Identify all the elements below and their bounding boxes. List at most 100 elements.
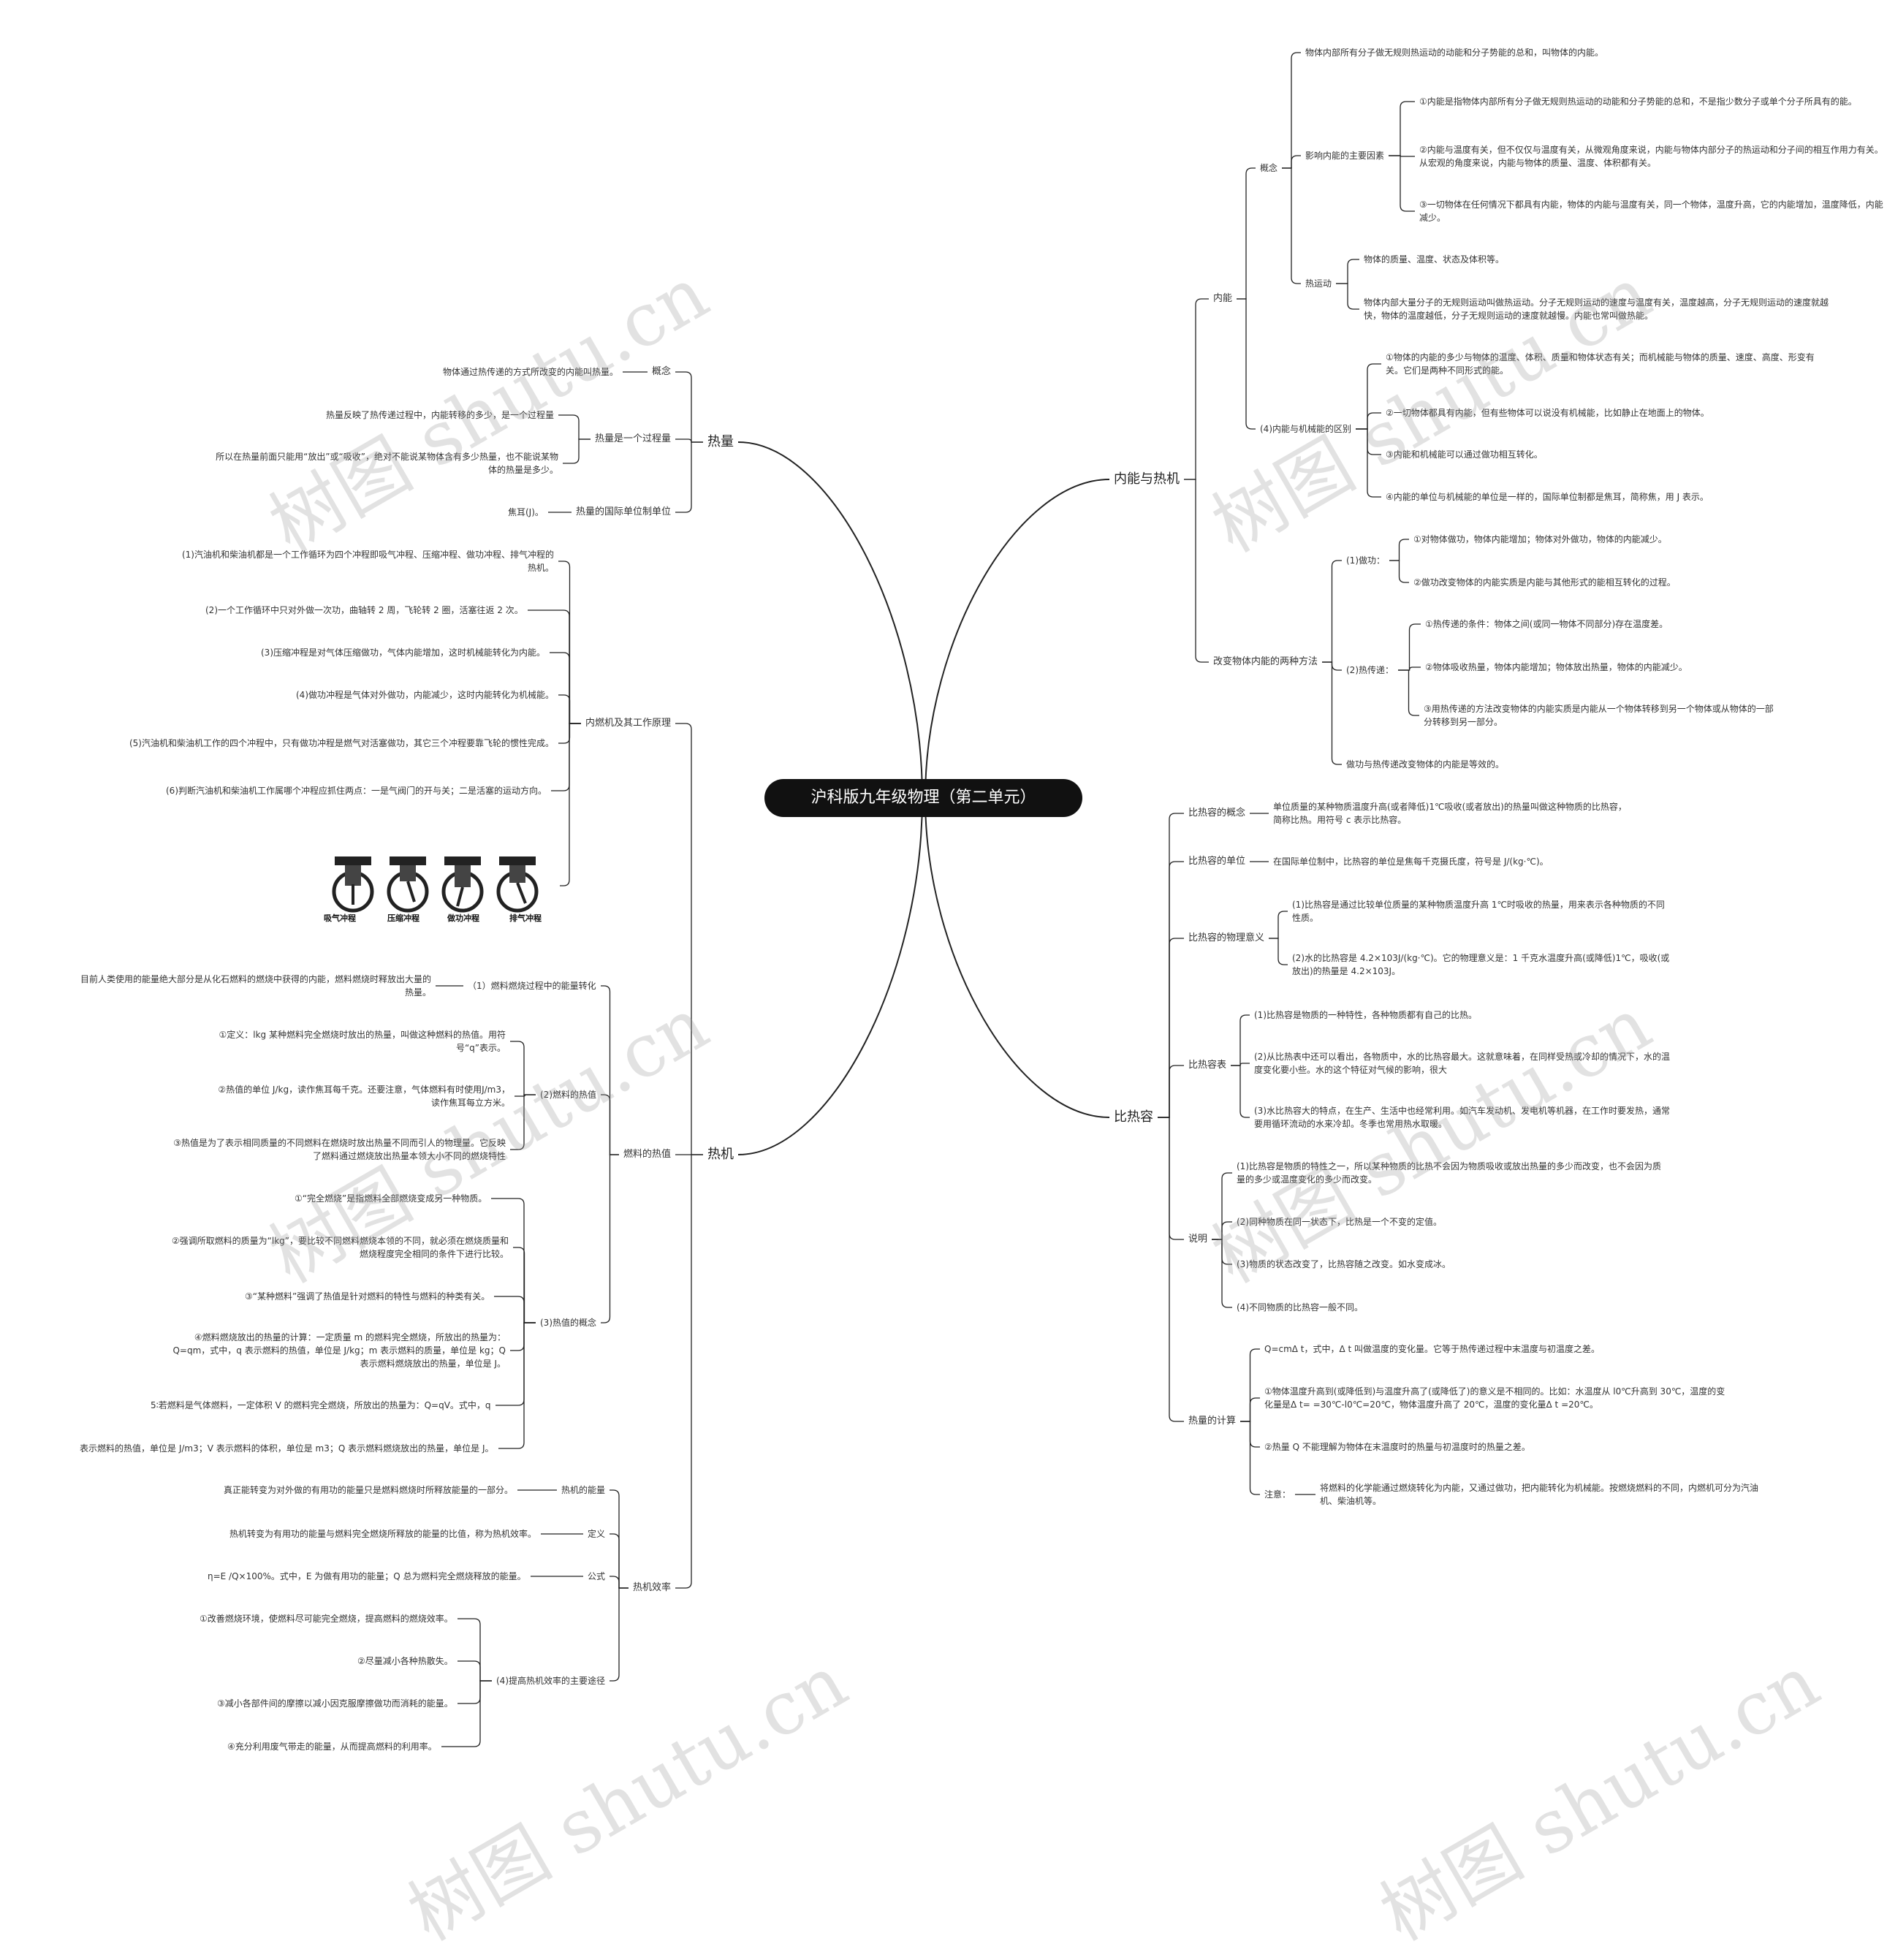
node-r-b4a[interactable]: (1)比热容是物质的一种特性，各种物质都有自己的比热。: [1254, 1010, 1478, 1020]
node-r-a2[interactable]: 改变物体内能的两种方法: [1213, 656, 1318, 667]
connector-r-b6d: [1240, 1421, 1260, 1495]
node-r-b6d[interactable]: 注意：: [1264, 1489, 1291, 1500]
connector-l-b3: [675, 1154, 703, 1589]
node-r-b4b[interactable]: (2)从比热表中还可以看出，各物质中，水的比热容最大。这就意味着，在同样受热或冷…: [1254, 1052, 1671, 1075]
node-r-a1c1[interactable]: 物体的质量、温度、状态及体积等。: [1364, 254, 1505, 265]
node-l-b1c[interactable]: (3)压缩冲程是对气体压缩做功，气体内能增加，这时机械能转化为内能。: [261, 647, 546, 658]
node-l-b3d1[interactable]: ①改善燃烧环境，使燃料尽可能完全燃烧，提高燃料的燃烧效率。: [200, 1614, 453, 1624]
node-l-a1[interactable]: 概念: [652, 366, 672, 377]
node-r-b6b[interactable]: ①物体温度升高到(或降低到)与温度升高了(或降低了)的意义是不相同的。比如：水温…: [1264, 1386, 1725, 1410]
node-l-b2a1[interactable]: 目前人类使用的能量绝大部分是从化石燃料的燃烧中获得的内能，燃料燃烧时释放出大量的…: [80, 974, 432, 998]
node-r-a1c2[interactable]: 物体内部大量分子的无规则运动叫做热运动。分子无规则运动的速度与温度有关，温度越高…: [1364, 297, 1829, 321]
node-r-b5b[interactable]: (2)同种物质在同一状态下，比热是一个不变的定值。: [1237, 1217, 1443, 1227]
node-l-a2a[interactable]: 热量反映了热传递过程中，内能转移的多少，是一个过程量: [326, 410, 555, 420]
node-r-a[interactable]: 内能与热机: [1114, 471, 1180, 487]
node-r-b1[interactable]: 比热容的概念: [1188, 808, 1246, 818]
stroke-label-compression: 压缩冲程: [387, 913, 419, 923]
node-r-a2a[interactable]: (1)做功：: [1346, 555, 1385, 566]
node-r-a1c[interactable]: 热运动: [1305, 278, 1332, 289]
node-l-a2[interactable]: 热量是一个过程量: [595, 433, 672, 444]
node-l-b2c3[interactable]: ③“某种燃料”强调了热值是针对燃料的特性与燃料的种类有关。: [245, 1291, 490, 1302]
node-r-b6a[interactable]: Q=cmΔ t，式中，Δ t 叫做温度的变化量。它等于热传递过程中末温度与初温度…: [1264, 1344, 1601, 1354]
node-l-b2c2[interactable]: ②强调所取燃料的质量为“lkg”，要比较不同燃料燃烧本领的不同，就必须在燃烧质量…: [171, 1236, 509, 1259]
node-l-b3[interactable]: 热机效率: [633, 1582, 672, 1593]
node-r-b3[interactable]: 比热容的物理意义: [1188, 932, 1265, 943]
node-r-b2[interactable]: 比热容的单位: [1188, 856, 1246, 867]
node-r-a2b2[interactable]: ②物体吸收热量，物体内能增加；物体放出热量，物体的内能减少。: [1425, 662, 1687, 672]
node-l-b3c1[interactable]: η=E /Q×100%。式中，E 为做有用功的能量；Q 总为燃料完全燃烧释放的能…: [208, 1571, 526, 1581]
node-l-b3d4[interactable]: ④充分利用废气带走的能量，从而提高燃料的利用率。: [227, 1741, 437, 1752]
node-l-b1d[interactable]: (4)做功冲程是气体对外做功，内能减少，这时内能转化为机械能。: [296, 690, 555, 700]
node-r-b6[interactable]: 热量的计算: [1188, 1416, 1237, 1427]
node-r-a1d2[interactable]: ②一切物体都具有内能，但有些物体可以说没有机械能，比如静止在地面上的物体。: [1386, 408, 1709, 418]
node-l-a[interactable]: 热量: [707, 434, 734, 449]
node-l-a3[interactable]: 热量的国际单位制单位: [576, 506, 672, 517]
node-r-a2a1[interactable]: ①对物体做功，物体内能增加；物体对外做功，物体的内能减少。: [1413, 534, 1667, 544]
node-r-a2b3[interactable]: ③用热传递的方法改变物体的内能实质是内能从一个物体转移到另一个物体或从物体的一部…: [1424, 704, 1774, 727]
node-l-b2a[interactable]: （1）燃料燃烧过程中的能量转化: [468, 981, 596, 991]
power-stroke-engine-icon: [441, 856, 484, 913]
node-l-b3c[interactable]: 公式: [588, 1571, 606, 1581]
node-r-b5d[interactable]: (4)不同物质的比热容一般不同。: [1237, 1302, 1363, 1313]
node-l-b2c6[interactable]: 表示燃料的热值，单位是 J/m3；V 表示燃料的体积，单位是 m3；Q 表示燃料…: [80, 1443, 494, 1454]
node-l-b1e[interactable]: (5)汽油机和柴油机工作的四个冲程中，只有做功冲程是燃气对活塞做功，其它三个冲程…: [129, 738, 554, 748]
node-l-b2b2[interactable]: ②热值的单位 J/kg，读作焦耳每千克。还要注意，气体燃料有时使用J/m3，读作…: [218, 1085, 510, 1108]
node-r-a1b[interactable]: 影响内能的主要因素: [1305, 151, 1385, 161]
node-l-b1[interactable]: 内燃机及其工作原理: [585, 718, 672, 729]
node-r-b4[interactable]: 比热容表: [1188, 1060, 1227, 1071]
node-l-b2c5[interactable]: 5∶若燃料是气体燃料，一定体积 V 的燃料完全燃烧，所放出的热量为：Q=qV。式…: [151, 1400, 491, 1410]
node-r-b3a[interactable]: (1)比热容是通过比较单位质量的某种物质温度升高 1℃时吸收的热量，用来表示各种…: [1292, 900, 1665, 923]
node-l-a3a[interactable]: 焦耳(J)。: [508, 507, 544, 517]
node-r-b3b[interactable]: (2)水的比热容是 4.2×103J/(kg·℃)。它的物理意义是：1 千克水温…: [1292, 953, 1670, 976]
node-r-a1d3[interactable]: ③内能和机械能可以通过做功相互转化。: [1386, 449, 1543, 460]
node-r-a1d4[interactable]: ④内能的单位与机械能的单位是一样的，国际单位制都是焦耳，简称焦，用 J 表示。: [1386, 492, 1709, 502]
node-r-b5[interactable]: 说明: [1188, 1234, 1208, 1245]
node-r-b6c[interactable]: ②热量 Q 不能理解为物体在末温度时的热量与初温度时的热量之差。: [1264, 1442, 1530, 1452]
connector-l-a2a: [558, 414, 591, 440]
node-l-b[interactable]: 热机: [707, 1147, 734, 1162]
node-r-b4c[interactable]: (3)水比热容大的特点，在生产、生活中也经常利用。如汽车发动机、发电机等机器，在…: [1254, 1106, 1671, 1129]
node-r-a1b1[interactable]: ①内能是指物体内部所有分子做无规则热运动的动能和分子势能的总和，不是指少数分子或…: [1419, 96, 1857, 107]
node-l-a1a[interactable]: 物体通过热传递的方式所改变的内能叫热量。: [443, 367, 619, 377]
node-l-b1a[interactable]: (1)汽油机和柴油机都是一个工作循环为四个冲程即吸气冲程、压缩冲程、做功冲程、排…: [181, 550, 554, 573]
node-l-b2c4[interactable]: ④燃料燃烧放出的热量的计算：一定质量 m 的燃料完全燃烧，所放出的热量为：Q=q…: [172, 1332, 506, 1369]
node-r-b[interactable]: 比热容: [1114, 1109, 1153, 1125]
node-l-b2c1[interactable]: ①“完全燃烧”是指燃料全部燃烧变成另一种物质。: [295, 1193, 487, 1204]
node-l-b3d2[interactable]: ②尽量减小各种热散失。: [357, 1656, 453, 1666]
node-l-b3d[interactable]: (4)提高热机效率的主要途径: [496, 1676, 605, 1686]
node-r-a1d[interactable]: (4)内能与机械能的区别: [1260, 424, 1351, 434]
node-l-b2[interactable]: 燃料的热值: [623, 1149, 672, 1160]
node-r-b2a[interactable]: 在国际单位制中，比热容的单位是焦每千克摄氏度，符号是 J/(kg·℃)。: [1273, 856, 1549, 867]
node-l-b3a[interactable]: 热机的能量: [561, 1485, 606, 1495]
node-r-a1b3[interactable]: ③一切物体在任何情况下都具有内能，物体的内能与温度有关，同一个物体，温度升高，它…: [1419, 200, 1883, 223]
node-r-a1a0[interactable]: 物体内部所有分子做无规则热运动的动能和分子势能的总和，叫物体的内能。: [1305, 48, 1604, 58]
connector-r-b3a: [1269, 911, 1288, 939]
node-r-a2b1[interactable]: ①热传递的条件：物体之间(或同一物体不同部分)存在温度差。: [1425, 619, 1668, 629]
node-r-a1[interactable]: 内能: [1213, 293, 1233, 304]
node-l-b1b[interactable]: (2)一个工作循环中只对外做一次功，曲轴转 2 周，飞轮转 2 圈，活塞往返 2…: [205, 605, 523, 615]
node-r-b5c[interactable]: (3)物质的状态改变了，比热容随之改变。如水变成冰。: [1237, 1259, 1451, 1269]
node-r-a2c[interactable]: 做功与热传递改变物体的内能是等效的。: [1346, 759, 1505, 770]
node-r-b5a[interactable]: (1)比热容是物质的特性之一，所以某种物质的比热不会因为物质吸收或放出热量的多少…: [1237, 1161, 1662, 1185]
node-l-b3d3[interactable]: ③减小各部件间的摩擦以减小因克服摩擦做功而消耗的能量。: [217, 1698, 453, 1709]
node-r-a1b2[interactable]: ②内能与温度有关，但不仅仅与温度有关，从微观角度来说，内能与物体内部分子的热运动…: [1419, 145, 1883, 168]
root-node[interactable]: 沪科版九年级物理（第二单元）: [764, 779, 1082, 817]
node-r-a1a[interactable]: 概念: [1260, 163, 1278, 173]
node-l-a2b[interactable]: 所以在热量前面只能用“放出”或“吸收”，绝对不能说某物体含有多少热量，也不能说某…: [216, 452, 558, 475]
node-l-b2b[interactable]: (2)燃料的热值: [540, 1090, 596, 1100]
node-r-a2a2[interactable]: ②做功改变物体的内能实质是内能与其他形式的能相互转化的过程。: [1413, 577, 1676, 588]
connector-r-b3b: [1269, 938, 1288, 965]
node-r-a1d1[interactable]: ①物体的内能的多少与物体的温度、体积、质量和物体状态有关；而机械能与物体的质量、…: [1386, 352, 1815, 376]
connector-r-a1c1: [1336, 259, 1359, 284]
node-l-b2b3[interactable]: ③热值是为了表示相同质量的不同燃料在燃烧时放出热量不同而引人的物理量。它反映了燃…: [173, 1138, 506, 1161]
node-r-b6d1[interactable]: 将燃料的化学能通过燃烧转化为内能，又通过做功，把内能转化为机械能。按燃烧燃料的不…: [1320, 1483, 1759, 1506]
node-l-b3b[interactable]: 定义: [588, 1529, 606, 1539]
node-r-a2b[interactable]: (2)热传递：: [1346, 665, 1394, 675]
node-l-b2c[interactable]: (3)热值的概念: [540, 1318, 596, 1328]
node-r-b1a[interactable]: 单位质量的某种物质温度升高(或者降低)1℃吸收(或者放出)的热量叫做这种物质的比…: [1273, 802, 1627, 825]
node-l-b3b1[interactable]: 热机转变为有用功的能量与燃料完全燃烧所释放的能量的比值，称为热机效率。: [229, 1529, 537, 1539]
node-l-b3a1[interactable]: 真正能转变为对外做的有用功的能量只是燃料燃烧时所释放能量的一部分。: [224, 1485, 514, 1495]
compression-stroke-engine-icon: [387, 856, 429, 913]
node-l-b1f[interactable]: (6)判断汽油机和柴油机工作属哪个冲程应抓住两点：一是气阀门的开与关；二是活塞的…: [166, 786, 547, 796]
node-l-b2b1[interactable]: ①定义：lkg 某种燃料完全燃烧时放出的热量，叫做这种燃料的热值。用符号“q”表…: [219, 1030, 506, 1053]
